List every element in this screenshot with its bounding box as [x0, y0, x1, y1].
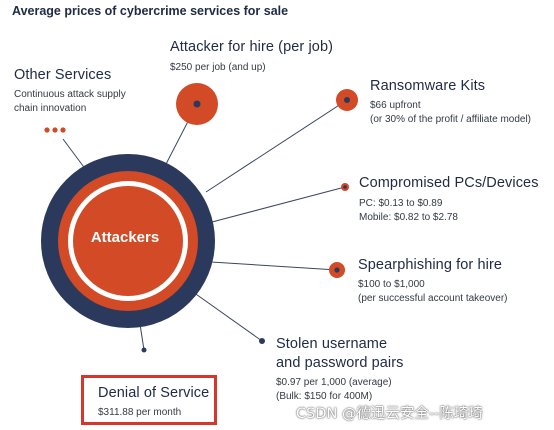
stolen-credentials-heading-line2: and password pairs	[276, 355, 404, 371]
ransomware-affiliate: (or 30% of the profit / affiliate model)	[370, 114, 532, 125]
connector-compromised-pcs	[211, 186, 346, 223]
stolen-credentials-heading-line1: Stolen username	[276, 336, 388, 352]
connector-spearphishing	[210, 261, 338, 271]
stolen-credentials-bulk: (Bulk: $150 for 400M)	[276, 391, 373, 402]
dos-heading: Denial of Service	[98, 385, 210, 401]
attacker-for-hire-heading: Attacker for hire (per job)	[170, 39, 334, 55]
connector-ransomware	[205, 99, 348, 193]
stolen-credentials-node	[259, 338, 265, 344]
attackers-label: Attackers	[90, 229, 160, 246]
spearphishing-node-center	[334, 267, 340, 273]
connector-stolen-credentials	[192, 291, 263, 342]
compromised-pcs-heading: Compromised PCs/Devices	[359, 175, 539, 191]
spearphishing-heading: Spearphishing for hire	[358, 257, 503, 273]
diagram-title: Average prices of cybercrime services fo…	[12, 4, 289, 18]
csdn-watermark: CSDN @德迅云安全--陈琦琦	[296, 406, 483, 422]
other-services-heading: Other Services	[14, 67, 112, 83]
ransomware-node-center	[344, 97, 350, 103]
stolen-credentials-price: $0.97 per 1,000 (average)	[276, 377, 392, 388]
ellipsis-dot-1	[44, 127, 50, 133]
attackers-core	[73, 186, 183, 296]
dos-node	[141, 347, 147, 353]
ellipsis-dot-3	[60, 127, 66, 133]
ransomware-heading: Ransomware Kits	[370, 78, 486, 94]
other-services-line2: chain innovation	[14, 103, 87, 114]
dos-price: $311.88 per month	[98, 407, 182, 418]
ellipsis-dot-2	[52, 127, 58, 133]
other-services-line1: Continuous attack supply	[14, 89, 126, 100]
compromised-pcs-mobile-price: Mobile: $0.82 to $2.78	[359, 212, 458, 223]
compromised-pcs-pc-price: PC: $0.13 to $0.89	[359, 198, 443, 209]
attacker-for-hire-price: $250 per job (and up)	[170, 62, 266, 73]
spearphishing-note: (per successful account takeover)	[358, 293, 508, 304]
dos-highlight-box	[81, 375, 217, 425]
spearphishing-price: $100 to $1,000	[358, 279, 425, 290]
ransomware-price: $66 upfront	[370, 100, 421, 111]
attacker-for-hire-node-center	[193, 100, 201, 108]
compromised-pcs-node-center	[343, 185, 347, 189]
